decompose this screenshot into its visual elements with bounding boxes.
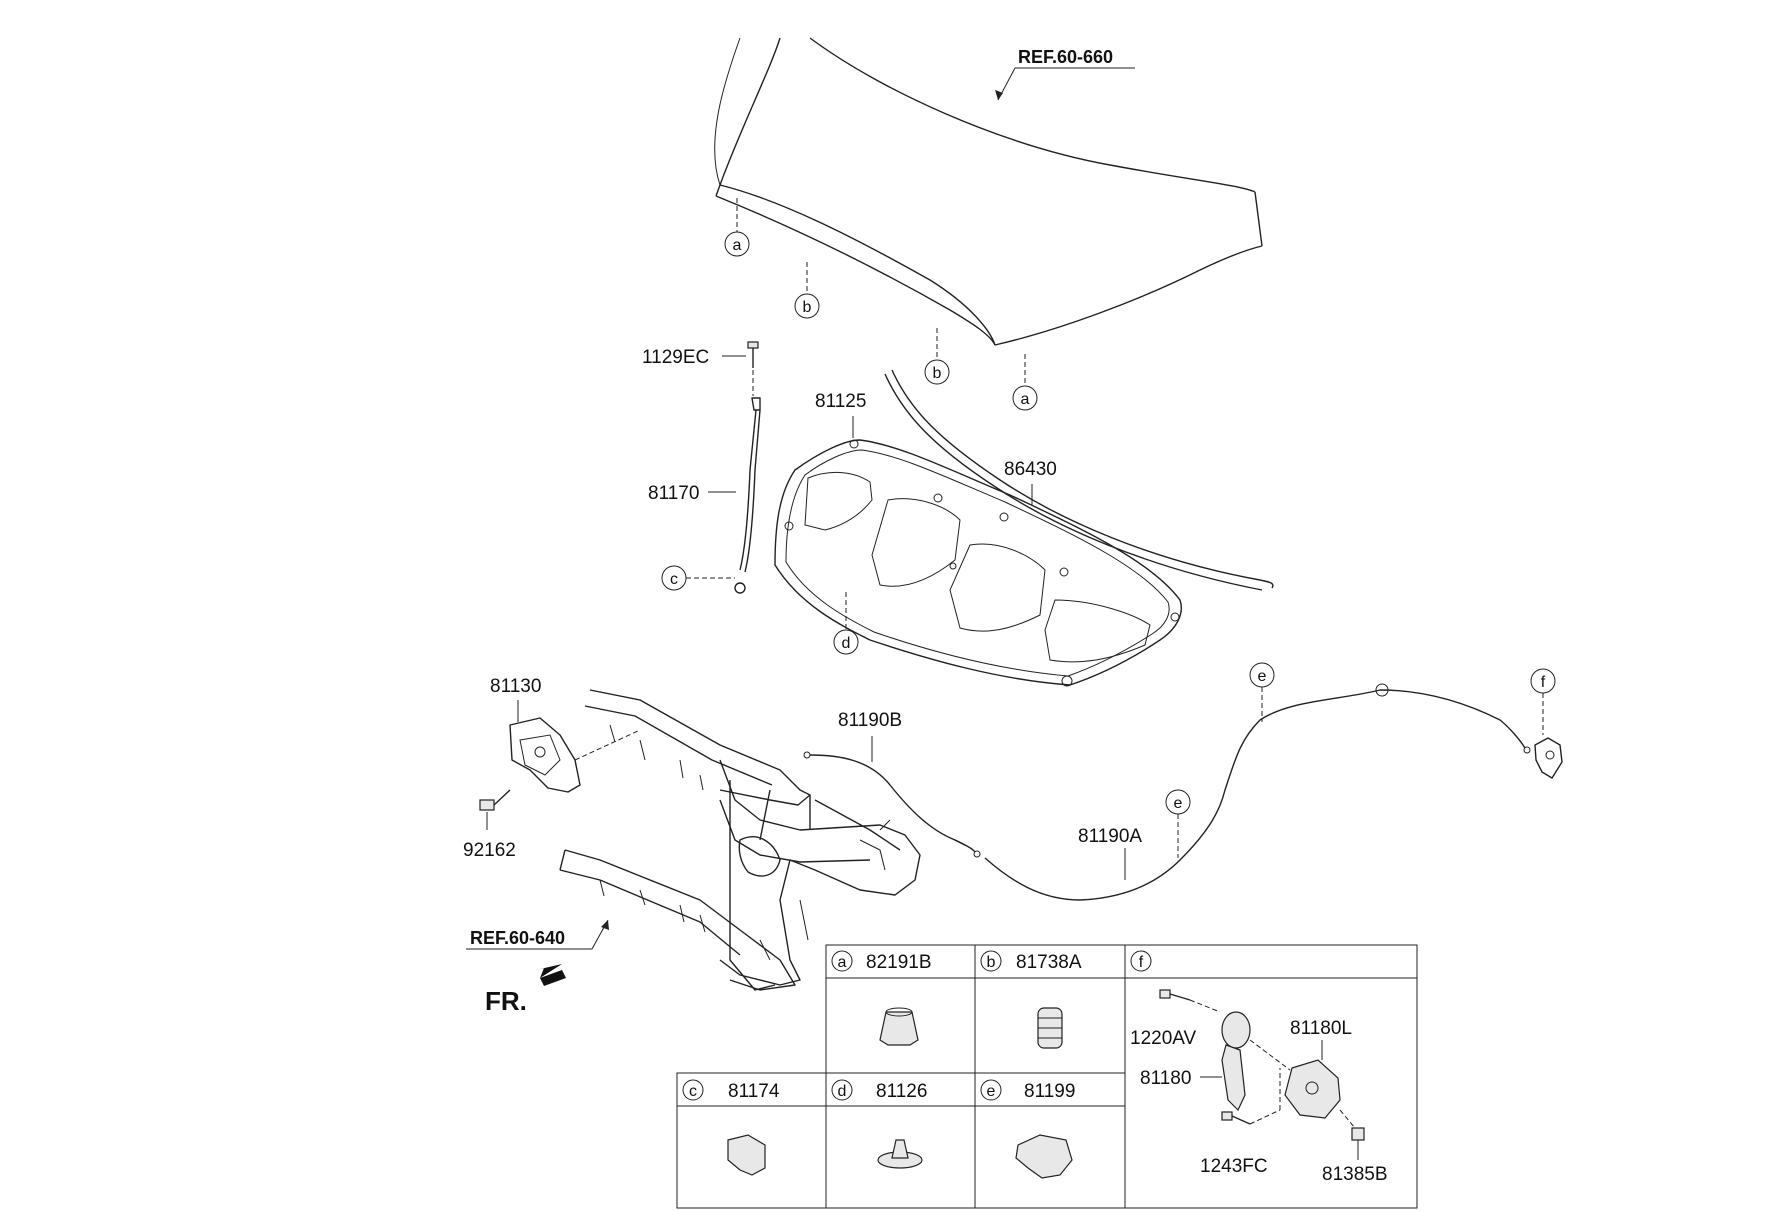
table-part-81738A: 81738A [1016,952,1082,973]
screw-1243FC: 1243FC [1200,1068,1281,1177]
table-cell-c: c 81174 [682,1079,780,1176]
table-letter-a: a [838,954,847,971]
hood-panel [714,37,1263,346]
rod-clip-icon [727,1134,766,1176]
table-letter-c: c [689,1083,697,1100]
callout-e-1: e [1258,668,1267,685]
bumper-rubber-icon [1037,1007,1063,1049]
table-cell-d: d 81126 [831,1079,927,1169]
parts-table: a 82191B b 81738A c 81174 d [676,944,1418,1209]
label-1129EC: 1129EC [642,347,709,368]
push-clip-icon [877,1139,923,1169]
callout-b-2: b [933,365,942,382]
bolt-1129EC: 1129EC [642,341,759,368]
front-arrow-icon [536,964,566,986]
release-cable-81190A: 81190A e e [984,662,1531,901]
handle-bracket-81180L: 81180L [1249,1018,1352,1119]
front-end-carrier [559,689,921,991]
ref-hood-label: REF.60-660 [1018,47,1113,67]
ref-hood-callout: REF.60-660 [995,47,1135,101]
release-handle-81180: 81180 [1140,1011,1251,1112]
table-letter-b: b [987,954,996,971]
release-handle-assembly: f [1530,668,1563,779]
table-part-1243FC: 1243FC [1200,1156,1268,1177]
table-cell-a: a 82191B [831,950,932,1046]
screw-1220AV: 1220AV [1130,989,1221,1049]
hood-callouts: a b b a [724,198,1038,411]
table-part-81126: 81126 [876,1081,927,1102]
table-letter-f: f [1139,954,1144,971]
table-cell-e: e 81199 [980,1079,1075,1179]
ref-carrier-label: REF.60-640 [470,928,565,948]
label-86430: 86430 [1004,459,1057,480]
front-direction-label: FR. [485,986,527,1016]
label-81125: 81125 [815,391,866,412]
table-part-81199: 81199 [1024,1081,1075,1102]
label-81170: 81170 [648,483,699,504]
table-part-1220AV: 1220AV [1130,1028,1197,1049]
bumper-stop-icon [879,1011,919,1046]
nut-81385B: 81385B [1322,1109,1388,1185]
table-part-81180: 81180 [1140,1068,1191,1089]
weatherstrip-86430: 86430 [884,369,1274,591]
label-81130: 81130 [490,676,541,697]
table-part-81385B: 81385B [1322,1164,1388,1185]
hood-latch-81130: 81130 [490,676,641,793]
cable-clip-icon [1015,1134,1073,1179]
table-letter-d: d [838,1083,847,1100]
hood-stay-rod-81170: 81170 c [648,370,761,594]
callout-c: c [670,571,678,588]
callout-d: d [842,635,851,652]
table-part-82191B: 82191B [866,952,932,973]
bolt-92162: 92162 [463,789,516,861]
callout-f: f [1541,674,1546,691]
callout-a-1: a [733,237,742,254]
hood-insulator-81125: 81125 d [774,391,1182,687]
table-letter-e: e [987,1083,996,1100]
table-part-81174: 81174 [728,1081,780,1102]
table-cell-f: f 1220AV 81180 81180L [1130,950,1388,1185]
front-direction-indicator: FR. [485,964,566,1016]
arrow-head-icon [995,90,1003,100]
callout-e-2: e [1174,795,1183,812]
arrow-head-icon [601,920,609,930]
label-81190A: 81190A [1078,826,1142,847]
label-81190B: 81190B [838,710,902,731]
callout-a-2: a [1021,391,1030,408]
ref-carrier-callout: REF.60-640 [466,919,609,950]
label-92162: 92162 [463,840,516,861]
release-cable-81190B: 81190B [803,710,981,858]
table-cell-b: b 81738A [980,950,1082,1049]
callout-b-1: b [803,299,812,316]
table-part-81180L: 81180L [1290,1018,1352,1039]
